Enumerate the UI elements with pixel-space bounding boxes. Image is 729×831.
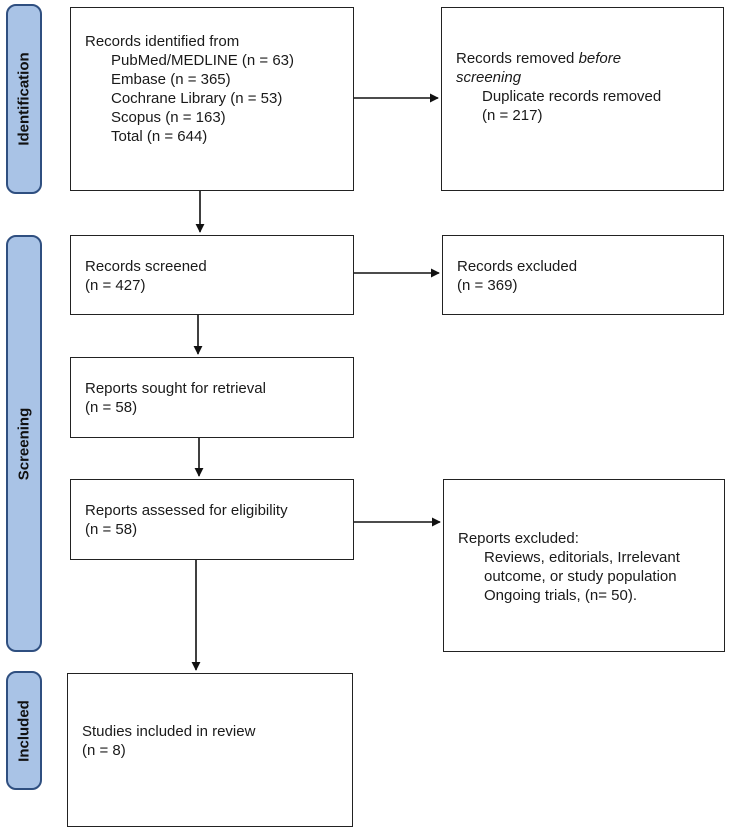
reports-sought-label: Reports sought for retrieval <box>85 380 266 397</box>
reports-excluded-reason-2: outcome, or study population <box>484 568 677 585</box>
records-removed-prefix: Records removed <box>456 50 579 67</box>
phase-included: Included <box>6 671 42 790</box>
records-removed-screening: screening <box>456 68 723 87</box>
reports-excluded-heading: Reports excluded: <box>458 530 579 547</box>
records-removed-before: before <box>578 50 622 67</box>
source-embase: Embase (n = 365) <box>111 71 231 88</box>
reports-excluded-reason-1: Reviews, editorials, Irrelevant <box>484 549 680 566</box>
phase-identification: Identification <box>6 4 42 194</box>
source-cochrane: Cochrane Library (n = 53) <box>111 90 283 107</box>
reports-sought-count: (n = 58) <box>85 399 138 416</box>
duplicate-records-count: (n = 217) <box>482 107 543 124</box>
records-excluded-label: Records excluded <box>457 258 578 275</box>
studies-included-label: Studies included in review <box>82 723 256 740</box>
records-removed-box: Records removed before screening Duplica… <box>441 7 724 191</box>
reports-sought-box: Reports sought for retrieval (n = 58) <box>70 357 354 438</box>
phase-screening: Screening <box>6 235 42 652</box>
records-identified-heading: Records identified from <box>85 33 240 50</box>
source-total: Total (n = 644) <box>111 128 208 145</box>
reports-excluded-box: Reports excluded: Reviews, editorials, I… <box>443 479 725 652</box>
records-identified-box: Records identified from PubMed/MEDLINE (… <box>70 7 354 191</box>
records-excluded-box: Records excluded (n = 369) <box>442 235 724 315</box>
duplicate-records-label: Duplicate records removed <box>482 88 662 105</box>
reports-excluded-reason-3: Ongoing trials, (n= 50). <box>484 587 637 604</box>
reports-assessed-label: Reports assessed for eligibility <box>85 502 288 519</box>
records-screened-box: Records screened (n = 427) <box>70 235 354 315</box>
records-screened-label: Records screened <box>85 258 207 275</box>
records-screened-count: (n = 427) <box>85 277 146 294</box>
source-scopus: Scopus (n = 163) <box>111 109 226 126</box>
reports-assessed-box: Reports assessed for eligibility (n = 58… <box>70 479 354 560</box>
studies-included-count: (n = 8) <box>82 742 126 759</box>
source-pubmed: PubMed/MEDLINE (n = 63) <box>111 52 294 69</box>
records-removed-heading: Records removed before <box>456 49 723 68</box>
studies-included-box: Studies included in review (n = 8) <box>67 673 353 827</box>
records-removed-screening-word: screening <box>456 69 522 86</box>
records-excluded-count: (n = 369) <box>457 277 518 294</box>
reports-assessed-count: (n = 58) <box>85 521 138 538</box>
